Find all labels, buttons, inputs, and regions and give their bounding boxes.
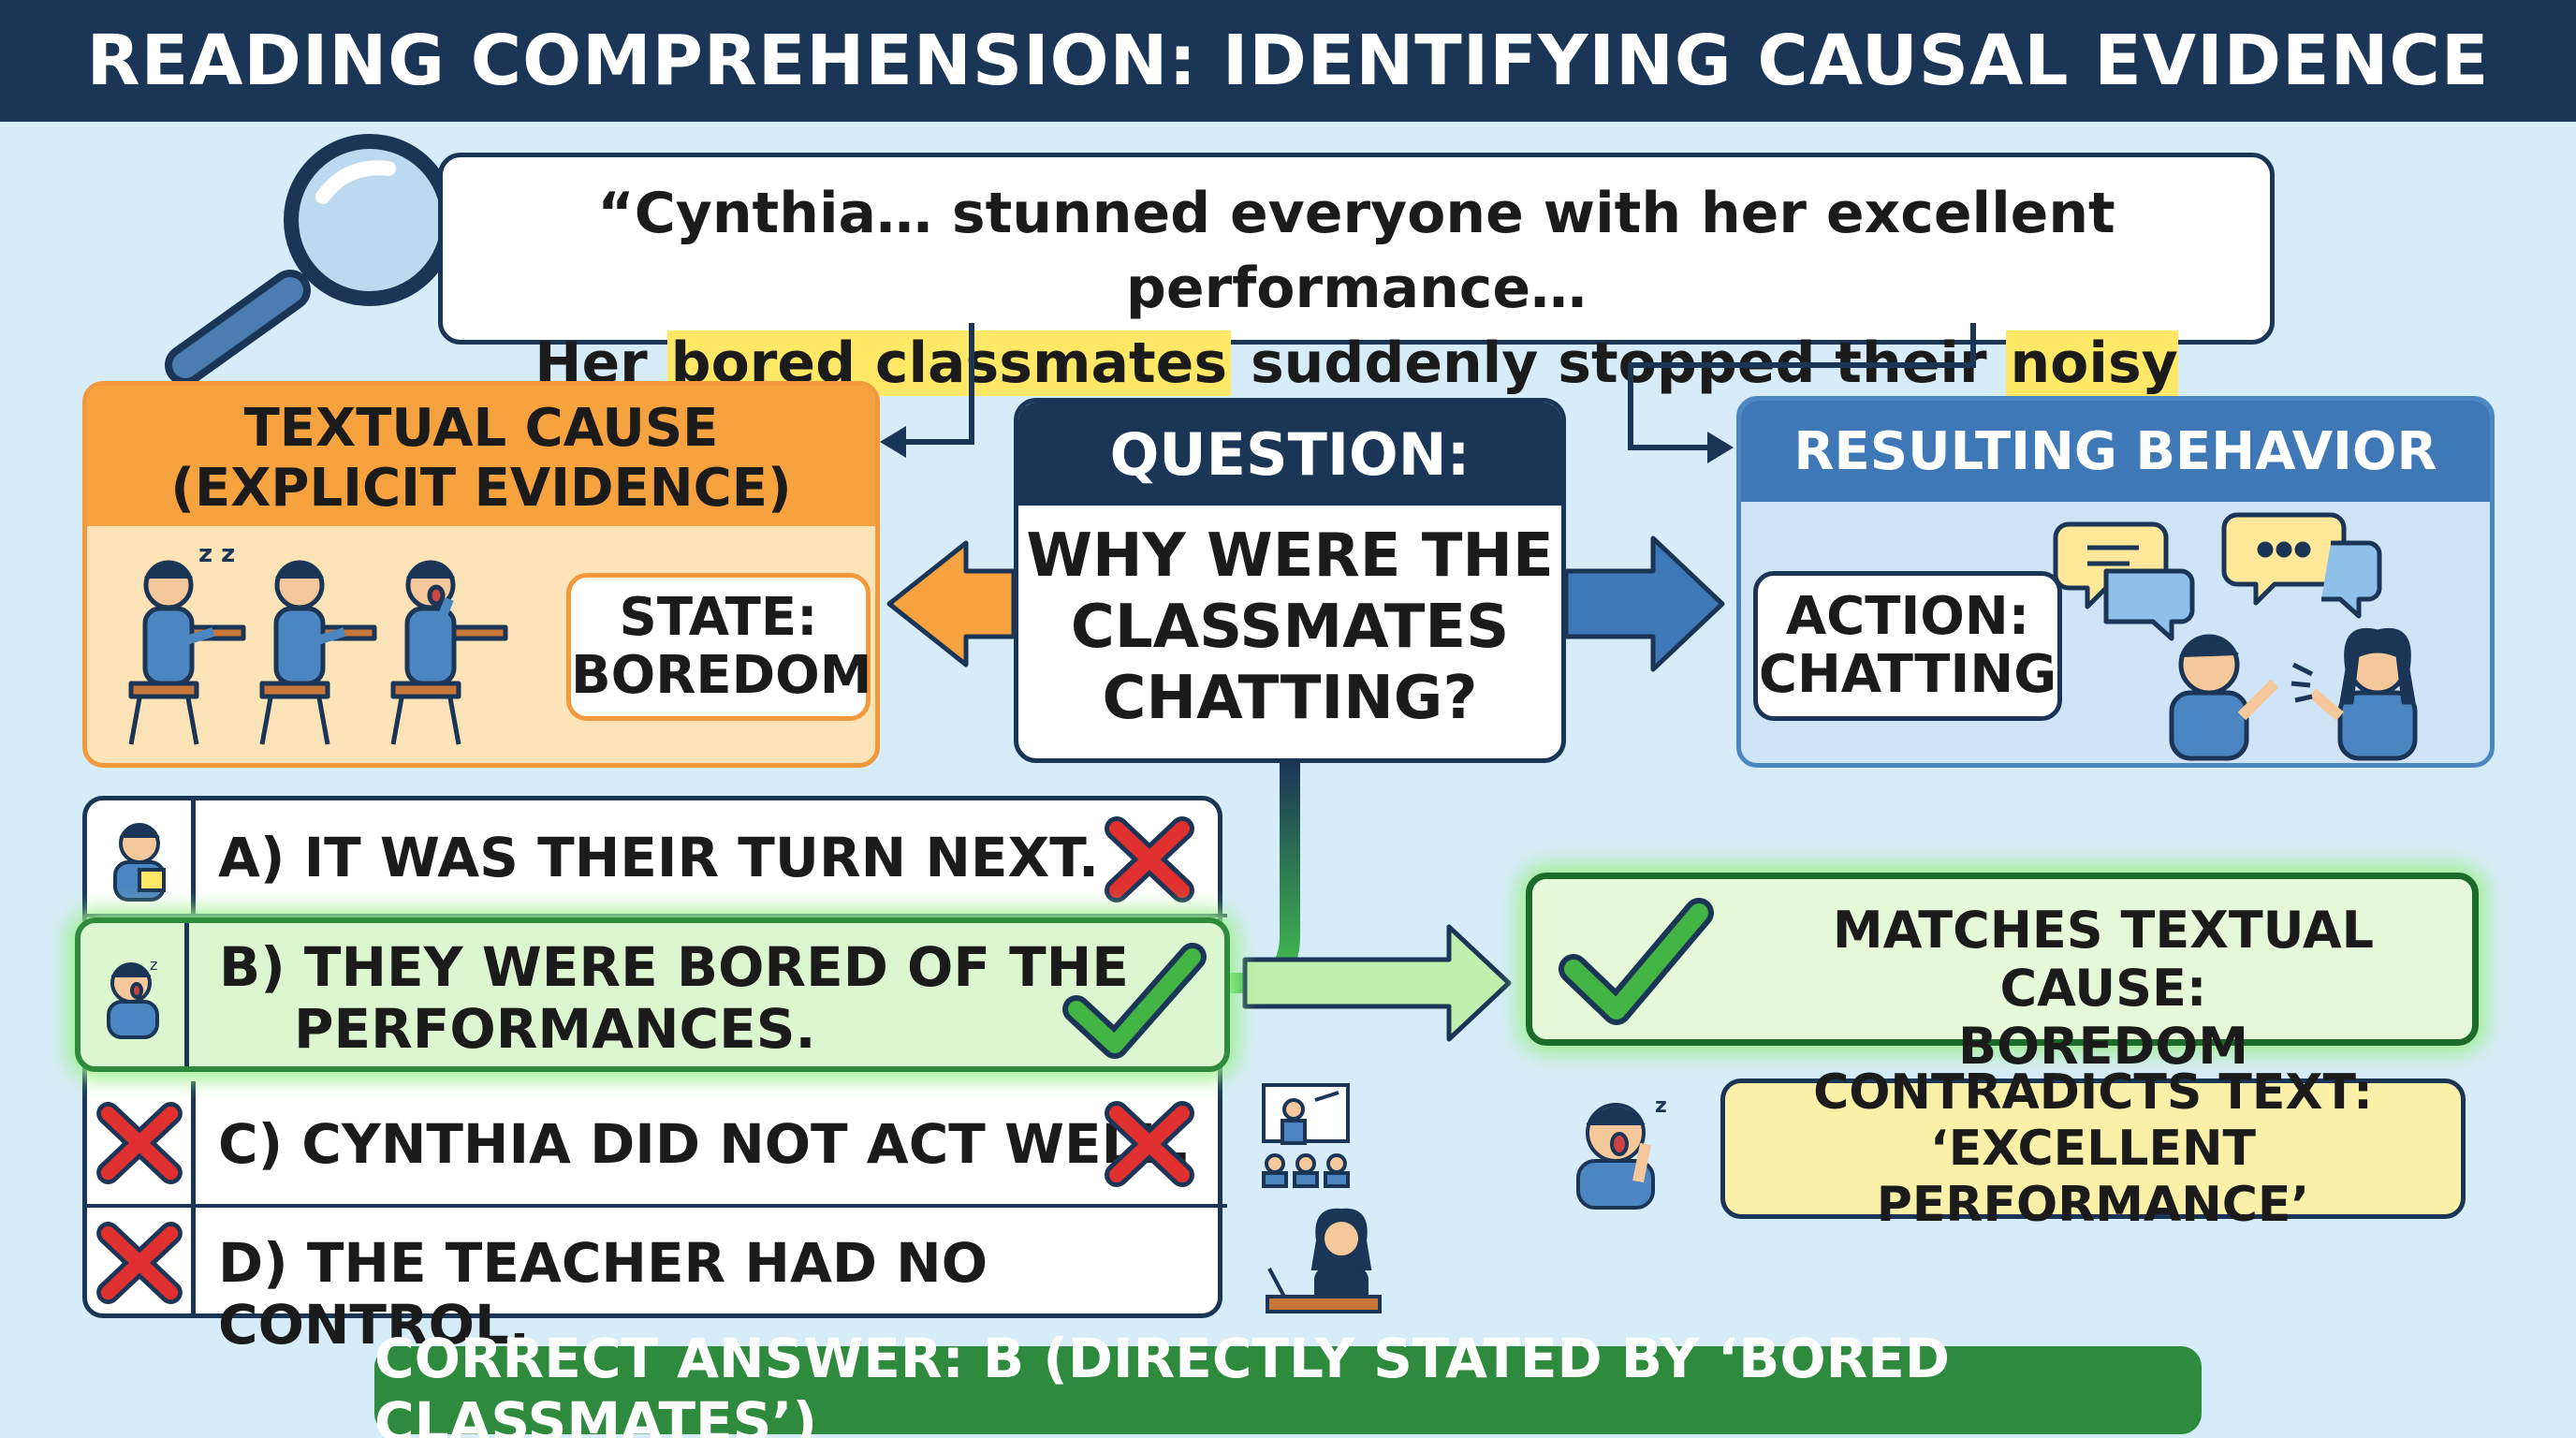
matches-text: MATCHES TEXTUAL CAUSE: BOREDOM xyxy=(1738,902,2468,1076)
matches-line-2: BOREDOM xyxy=(1958,1017,2248,1076)
option-c-text: C) CYNTHIA DID NOT ACT WELL. xyxy=(218,1112,1192,1176)
resulting-behavior-header: RESULTING BEHAVIOR xyxy=(1741,401,2490,502)
wrong-x-icon xyxy=(1105,1101,1194,1187)
correct-answer-banner: CORRECT ANSWER: B (DIRECTLY STATED BY ‘B… xyxy=(374,1327,2202,1438)
option-a-row[interactable]: A) IT WAS THEIR TURN NEXT. xyxy=(87,800,1227,917)
option-d-text: D) THE TEACHER HAD NO CONTROL. xyxy=(218,1231,988,1357)
question-header: QUESTION: xyxy=(1018,403,1561,506)
option-a-text: A) IT WAS THEIR TURN NEXT. xyxy=(218,826,1100,889)
quote-text: suddenly stopped their xyxy=(1231,330,2007,396)
action-value: CHATTING xyxy=(1758,644,2057,705)
teacher-at-desk-icon xyxy=(1266,1208,1382,1313)
option-b-text-line-2: PERFORMANCES. xyxy=(294,997,816,1061)
correct-check-icon xyxy=(1559,898,1714,1025)
option-b-text-line-1: B) THEY WERE BORED OF THE xyxy=(219,935,1129,999)
quote-box: “Cynthia… stunned everyone with her exce… xyxy=(438,153,2275,471)
textual-cause-header: TEXTUAL CAUSE (EXPLICIT EVIDENCE) xyxy=(87,386,875,526)
svg-text:z: z xyxy=(150,956,157,974)
matches-textual-cause-box: MATCHES TEXTUAL CAUSE: BOREDOM xyxy=(1526,873,2479,1076)
correct-check-icon xyxy=(1062,943,1207,1059)
teacher-presentation-icon xyxy=(1262,1083,1350,1188)
option-b-row[interactable]: z B) THEY WERE BORED OF THE PERFORMANCES… xyxy=(75,917,1230,1072)
student-reading-icon xyxy=(87,800,196,914)
option-c-row[interactable]: C) CYNTHIA DID NOT ACT WELL. xyxy=(87,1081,1227,1208)
chatting-people-icon xyxy=(2053,512,2418,761)
contradicts-text-box: CONTRADICTS TEXT: ‘EXCELLENT PERFORMANCE… xyxy=(1720,1064,2466,1233)
svg-text:z: z xyxy=(1655,1094,1667,1118)
cause-title: TEXTUAL CAUSE xyxy=(243,398,719,459)
state-value: BOREDOM xyxy=(571,645,872,706)
quote-line-1: “Cynthia… stunned everyone with her exce… xyxy=(597,181,2115,321)
state-boredom-pill: STATE: BOREDOM xyxy=(566,573,871,721)
action-label: ACTION: xyxy=(1785,586,2030,647)
contradicts-line-1: CONTRADICTS TEXT: xyxy=(1813,1064,2373,1121)
bored-students-icon: z z xyxy=(128,540,508,745)
state-label: STATE: xyxy=(619,587,818,648)
question-line-2: CLASSMATES xyxy=(1070,593,1510,662)
yawning-student-icon: z xyxy=(80,923,189,1066)
action-chatting-pill: ACTION: CHATTING xyxy=(1753,571,2062,721)
svg-text:z z: z z xyxy=(198,540,235,568)
question-text: WHY WERE THE CLASSMATES CHATTING? xyxy=(1018,506,1561,734)
question-box: QUESTION: WHY WERE THE CLASSMATES CHATTI… xyxy=(1014,398,1566,763)
question-line-3: CHATTING? xyxy=(1102,664,1478,733)
question-line-1: WHY WERE THE xyxy=(1026,521,1554,591)
wrong-x-icon xyxy=(87,1081,196,1204)
wrong-x-icon xyxy=(87,1208,196,1318)
matches-line-1: MATCHES TEXTUAL CAUSE: xyxy=(1832,901,2375,1018)
contradicts-line-2: ‘EXCELLENT PERFORMANCE’ xyxy=(1876,1121,2310,1233)
option-d-row[interactable]: D) THE TEACHER HAD NO CONTROL. xyxy=(87,1208,1227,1356)
cause-subtitle: (EXPLICIT EVIDENCE) xyxy=(170,458,792,519)
yawning-student-icon: z xyxy=(1576,1094,1667,1210)
wrong-x-icon xyxy=(1105,816,1194,902)
magnifier-icon xyxy=(165,134,456,386)
page-title: READING COMPREHENSION: IDENTIFYING CAUSA… xyxy=(0,0,2576,122)
